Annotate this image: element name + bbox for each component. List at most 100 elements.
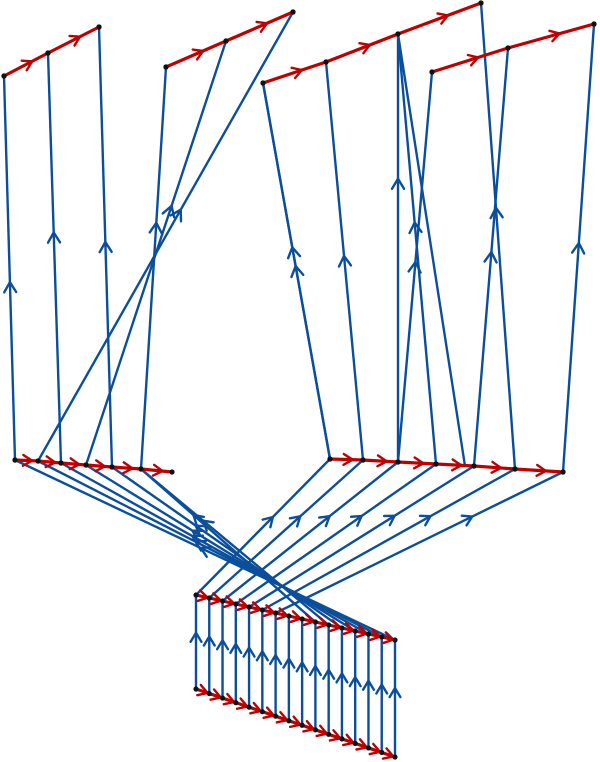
right-arrow-icon [68,457,81,471]
boundary-edge [506,22,596,50]
vertex-dot [352,740,358,747]
up-arrow-icon [349,514,363,527]
boundary-edge [46,25,101,55]
boundary-edge [261,60,328,85]
vertex-dot [273,610,279,616]
strand [13,458,397,642]
vertex-dot [395,31,401,37]
vertex-dot [392,637,398,643]
up-arrow-icon [269,653,283,666]
vertex-dot [1,73,7,79]
up-arrow-icon [2,281,18,294]
vertex-dot [206,690,212,697]
strand [208,458,365,600]
vertex-dot [323,59,329,65]
up-arrow-icon [290,264,305,279]
vertex-dot [246,704,252,710]
up-arrow-icon [335,672,349,684]
up-arrow-icon [408,221,423,235]
up-arrow-icon [148,221,163,235]
vertex-dot [83,462,89,468]
vertex-dot [339,736,345,742]
up-arrow-icon [322,668,336,680]
boundary-edge [324,32,400,64]
right-arrow-icon [466,53,480,67]
up-arrow-icon [192,513,205,527]
up-arrow-icon [161,204,176,219]
vertex-dot [286,613,292,619]
vertex-dot [339,625,345,631]
boundary-edge [430,46,510,74]
up-arrow-icon [261,515,275,529]
vertex-dot [429,69,435,75]
strand [194,457,332,597]
vertex-dot [260,80,266,86]
strand [84,463,357,633]
vertex-dot [299,616,305,622]
right-arrow-icon [191,48,205,61]
vertex-dot [12,457,18,463]
strand [261,467,517,612]
right-arrow-icon [490,460,503,474]
vertex-dot [512,466,518,472]
boundary-edge [164,39,228,69]
strand [472,46,510,468]
vertex-dot [591,21,597,27]
vertex-dot [233,700,239,706]
boundary-edge [361,458,400,464]
vertex-dot [433,461,439,467]
vertex-dot [138,466,144,472]
boundary-edge [110,465,143,471]
vertex-dot [379,749,385,756]
up-arrow-icon [407,260,422,274]
boundary-edge [13,458,40,463]
boundary-edge [36,459,63,465]
right-arrow-icon [151,463,164,477]
strand [139,65,168,471]
strand [396,32,467,468]
vertex-dot [395,459,401,465]
up-arrow-icon [348,675,362,688]
up-arrow-icon [570,241,586,255]
vertex-dot [109,464,115,470]
up-arrow-icon [418,514,432,527]
strand [46,51,63,465]
strand [479,1,517,471]
arrow-layer [2,12,586,760]
up-arrow-icon [460,514,474,527]
vertex-dot [326,622,332,628]
up-arrow-icon [489,206,504,220]
right-arrow-icon [94,459,106,473]
right-arrow-icon [44,455,57,469]
right-arrow-icon [376,454,388,468]
up-arrow-icon [98,240,113,254]
boundary-edge [139,467,174,474]
up-arrow-icon [288,515,302,528]
vertex-dot [352,628,358,634]
vertex-dot [312,619,318,625]
vertex-dot [505,45,511,51]
up-arrow-icon [229,642,243,655]
vertex-dot [169,469,175,475]
right-arrow-icon [436,12,450,25]
vertex-dot [206,595,212,601]
boundary-edge [434,462,476,468]
up-arrow-icon [483,250,498,264]
up-arrow-icon [390,177,406,191]
vertex-dot [327,456,333,462]
up-arrow-icon [202,519,215,532]
vertex-dot [290,9,296,15]
vertex-dot [219,695,226,701]
boundary-edge [396,1,483,36]
vertex-dot [193,592,199,598]
up-arrow-icon [375,683,389,695]
strand [84,39,228,467]
vertex-dot [58,460,64,466]
strand [97,25,114,469]
boundary-edge [59,461,88,467]
right-arrow-icon [548,29,561,43]
vertex-dot [193,686,199,692]
strand [396,32,438,466]
